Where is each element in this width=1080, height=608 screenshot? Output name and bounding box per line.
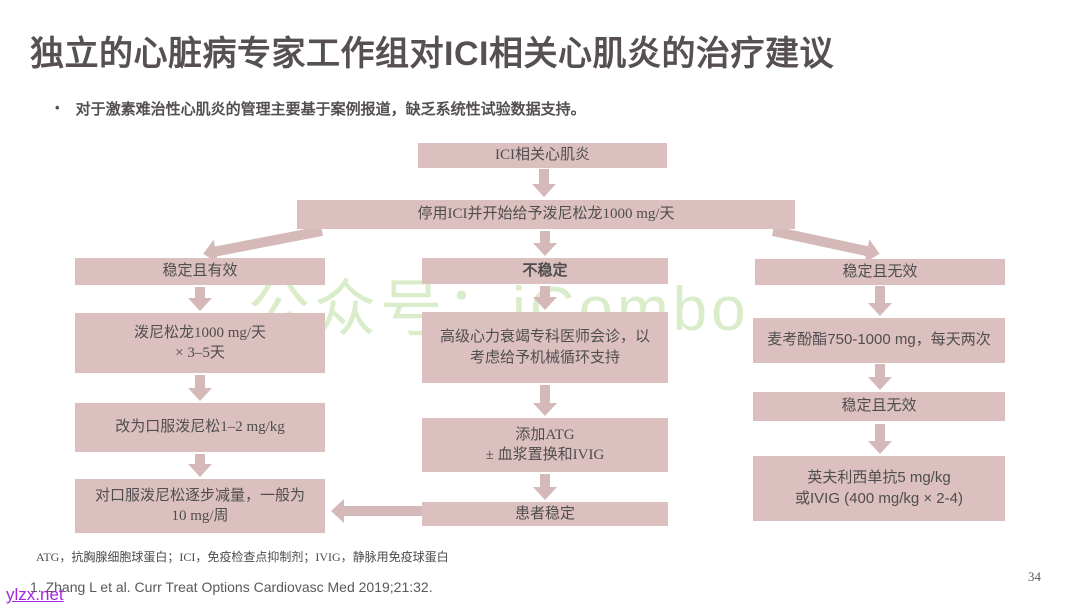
flow-node-stable-effective: 稳定且有效 [75,258,325,285]
reference-citation: 1. Zhang L et al. Curr Treat Options Car… [30,579,433,595]
flow-node-unstable: 不稳定 [422,258,668,284]
flow-node-stop-ici: 停用ICI并开始给予泼尼松龙1000 mg/天 [297,200,795,229]
arrow-ici-to-stop [532,169,556,197]
arrow-stableeff-to-pred [188,287,212,311]
bullet-text: 对于激素难治性心肌炎的管理主要基于案例报道，缺乏系统性试验数据支持。 [75,101,586,118]
flow-node-oral-pred: 改为口服泼尼松1–2 mg/kg [75,403,325,452]
arrow-unstable-to-hf [533,286,557,310]
arrow-stableineff-to-myco [868,286,892,316]
arrow-hf-to-atg [533,385,557,416]
arrow-pred-to-oral [188,375,212,401]
arrow-stop-to-stableeff [203,226,323,264]
flow-node-mycophenolate: 麦考酚酯750-1000 mg，每天两次 [753,318,1005,363]
flow-node-add-atg: 添加ATG ± 血浆置换和IVIG [422,418,668,472]
flow-node-stable-ineffective-2: 稳定且无效 [753,392,1005,421]
arrow-stableineff2-to-inflix [868,424,892,454]
bottom-left-watermark: ylzx.net [6,585,64,604]
flow-node-ici: ICI相关心肌炎 [418,143,667,168]
bullet-marker: • [55,100,60,115]
page-title: 独立的心脏病专家工作组对ICI相关心肌炎的治疗建议 [30,35,834,73]
flow-node-hf-consult: 高级心力衰竭专科医师会诊，以 考虑给予机械循环支持 [422,312,668,383]
arrow-oral-to-taper [188,454,212,477]
page-number: 34 [1028,569,1041,584]
flow-node-taper: 对口服泼尼松逐步减量，一般为 10 mg/周 [75,479,325,533]
arrow-stop-to-stableineff [771,226,880,263]
flow-node-patient-stable: 患者稳定 [422,502,668,526]
arrow-stop-to-unstable [533,231,557,256]
arrow-myco-to-stableineff2 [868,364,892,390]
abbreviations-note: ATG，抗胸腺细胞球蛋白；ICI，免疫检查点抑制剂；IVIG，静脉用免疫球蛋白 [36,550,449,564]
flow-node-infliximab: 英夫利西单抗5 mg/kg 或IVIG (400 mg/kg × 2-4) [753,456,1005,521]
bullet-line: • 对于激素难治性心肌炎的管理主要基于案例报道，缺乏系统性试验数据支持。 [55,98,1015,119]
arrow-stablept-to-taper [331,499,423,523]
arrow-atg-to-stablept [533,474,557,500]
flow-node-pred-1000: 泼尼松龙1000 mg/天 × 3–5天 [75,313,325,373]
flow-node-stable-ineffective: 稳定且无效 [755,259,1005,285]
